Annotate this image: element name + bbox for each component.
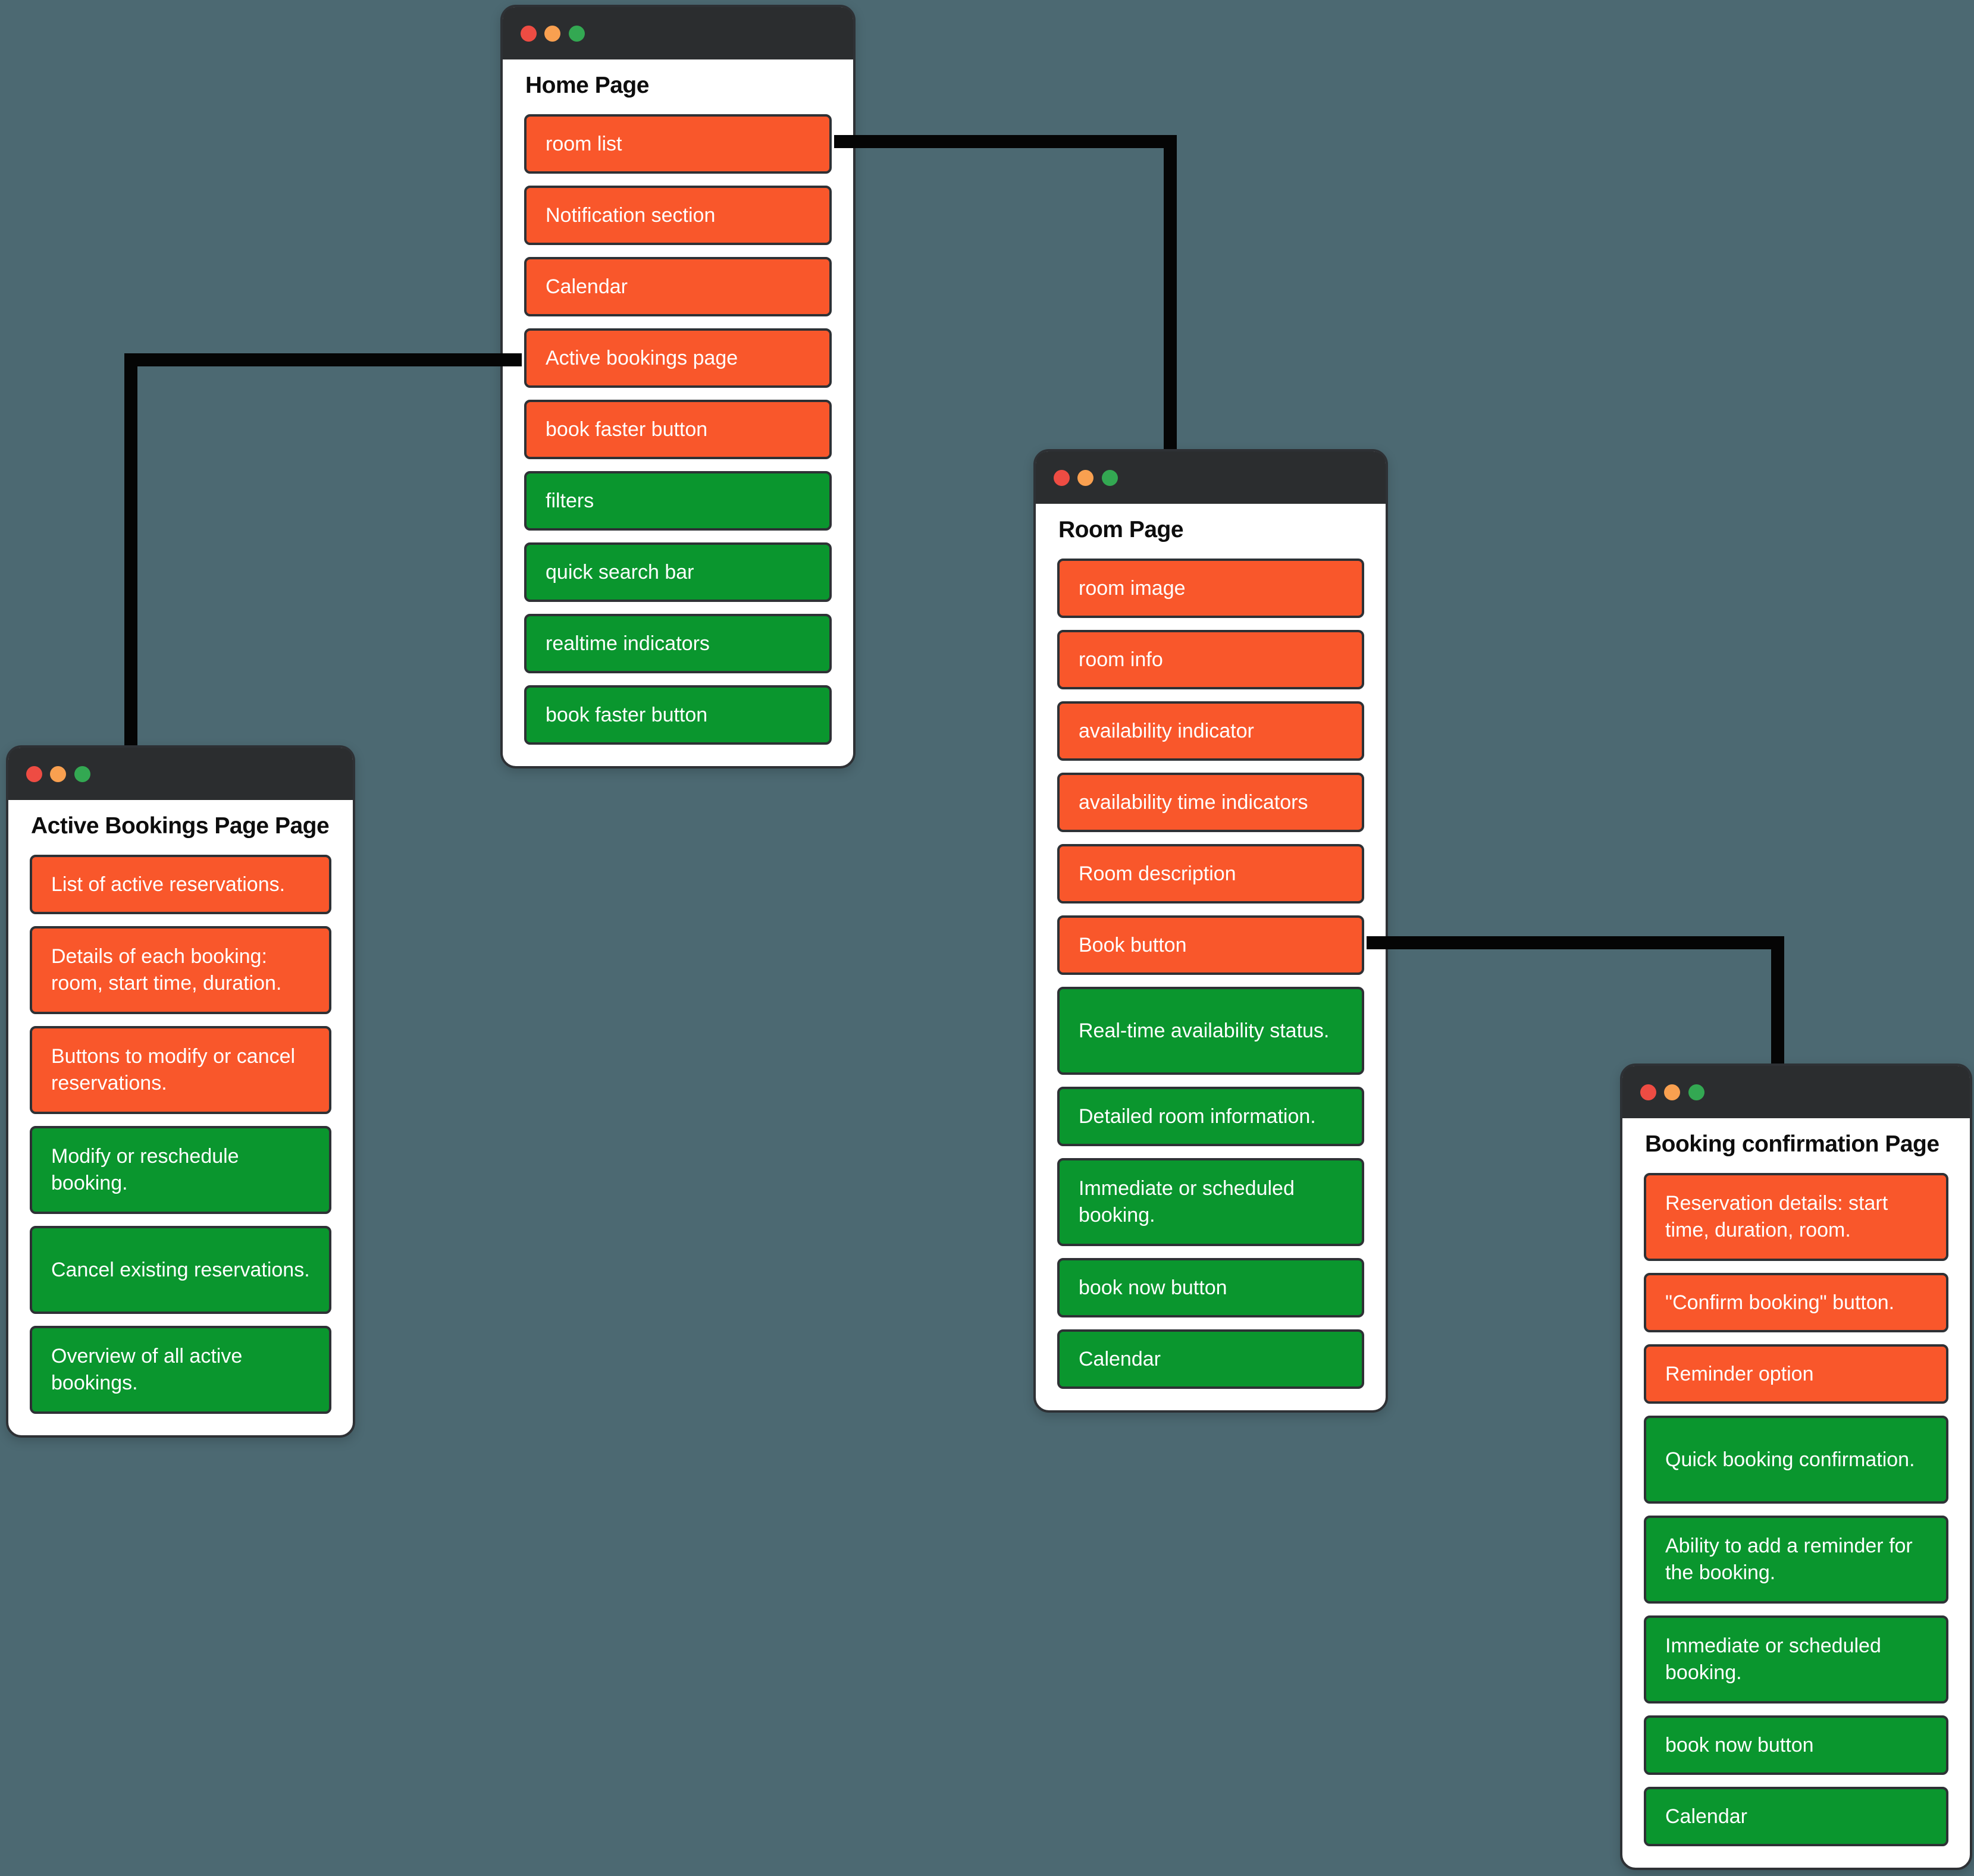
traffic-light-orange-icon <box>1077 470 1093 486</box>
node-quick-booking-confirmation: Quick booking confirmation. <box>1644 1416 1948 1504</box>
node-book-now-button-room: book now button <box>1057 1258 1364 1317</box>
traffic-light-red-icon <box>521 26 537 42</box>
node-book-faster-button-orange: book faster button <box>524 400 832 459</box>
node-room-info: room info <box>1057 630 1364 689</box>
traffic-light-red-icon <box>1640 1084 1656 1100</box>
traffic-light-red-icon <box>1054 470 1070 486</box>
page-title-active-bookings: Active Bookings Page Page <box>31 813 330 839</box>
node-list-booking: Reservation details: start time, duratio… <box>1644 1173 1948 1846</box>
window-titlebar <box>8 748 353 800</box>
page-card-booking-confirmation: Booking confirmation Page Reservation de… <box>1620 1064 1972 1870</box>
node-confirm-booking-button: "Confirm booking" button. <box>1644 1273 1948 1332</box>
connector-book-button-to-confirmation-horizontal <box>1367 936 1784 949</box>
window-titlebar <box>1622 1066 1970 1118</box>
window-titlebar <box>503 7 853 59</box>
node-cancel-existing-reservations: Cancel existing reservations. <box>30 1226 331 1314</box>
page-title-room: Room Page <box>1058 517 1184 542</box>
node-calendar-home: Calendar <box>524 257 832 316</box>
node-list-room: room image room info availability indica… <box>1057 559 1364 1389</box>
node-book-button: Book button <box>1057 915 1364 975</box>
node-availability-indicator: availability indicator <box>1057 701 1364 761</box>
node-book-now-button-confirm: book now button <box>1644 1715 1948 1775</box>
traffic-light-green-icon <box>1102 470 1118 486</box>
node-availability-time-indicators: availability time indicators <box>1057 773 1364 832</box>
node-overview-active-bookings: Overview of all active bookings. <box>30 1326 331 1414</box>
node-reminder-option: Reminder option <box>1644 1344 1948 1404</box>
traffic-light-green-icon <box>1688 1084 1704 1100</box>
node-quick-search-bar: quick search bar <box>524 542 832 602</box>
node-room-image: room image <box>1057 559 1364 618</box>
node-reservation-details: Reservation details: start time, duratio… <box>1644 1173 1948 1261</box>
node-active-bookings-page: Active bookings page <box>524 328 832 388</box>
page-title-home: Home Page <box>525 73 649 98</box>
traffic-light-orange-icon <box>50 766 66 782</box>
node-detailed-room-information: Detailed room information. <box>1057 1087 1364 1146</box>
node-notification-section: Notification section <box>524 186 832 245</box>
node-booking-details: Details of each booking: room, start tim… <box>30 926 331 1014</box>
node-calendar-room: Calendar <box>1057 1329 1364 1389</box>
connector-room-list-to-room-page-vertical <box>1164 135 1177 449</box>
traffic-light-green-icon <box>569 26 585 42</box>
node-modify-reschedule-booking: Modify or reschedule booking. <box>30 1126 331 1214</box>
node-list-of-active-reservations: List of active reservations. <box>30 855 331 914</box>
node-list-home: room list Notification section Calendar … <box>524 114 832 745</box>
node-immediate-scheduled-booking-room: Immediate or scheduled booking. <box>1057 1158 1364 1246</box>
node-book-faster-button-green: book faster button <box>524 685 832 745</box>
node-immediate-scheduled-booking-confirm: Immediate or scheduled booking. <box>1644 1615 1948 1704</box>
traffic-light-green-icon <box>74 766 90 782</box>
node-list-active: List of active reservations. Details of … <box>30 855 331 1414</box>
node-realtime-availability-status: Real-time availability status. <box>1057 987 1364 1075</box>
connector-active-bookings-horizontal <box>124 353 522 366</box>
node-calendar-confirm: Calendar <box>1644 1787 1948 1846</box>
node-room-list: room list <box>524 114 832 174</box>
page-card-home: Home Page room list Notification section… <box>500 5 856 768</box>
page-title-booking-confirmation: Booking confirmation Page <box>1645 1131 1939 1157</box>
window-titlebar <box>1036 451 1386 504</box>
page-card-active-bookings: Active Bookings Page Page List of active… <box>6 745 355 1438</box>
traffic-light-orange-icon <box>1664 1084 1680 1100</box>
connector-active-bookings-vertical <box>124 353 137 745</box>
node-realtime-indicators: realtime indicators <box>524 614 832 673</box>
node-filters: filters <box>524 471 832 531</box>
connector-book-button-to-confirmation-vertical <box>1771 936 1784 1064</box>
traffic-light-orange-icon <box>544 26 560 42</box>
traffic-light-red-icon <box>26 766 42 782</box>
node-add-reminder-ability: Ability to add a reminder for the bookin… <box>1644 1516 1948 1604</box>
node-modify-cancel-buttons: Buttons to modify or cancel reservations… <box>30 1026 331 1114</box>
page-card-room: Room Page room image room info availabil… <box>1033 449 1388 1413</box>
connector-room-list-to-room-page-horizontal <box>834 135 1177 148</box>
node-room-description: Room description <box>1057 844 1364 904</box>
